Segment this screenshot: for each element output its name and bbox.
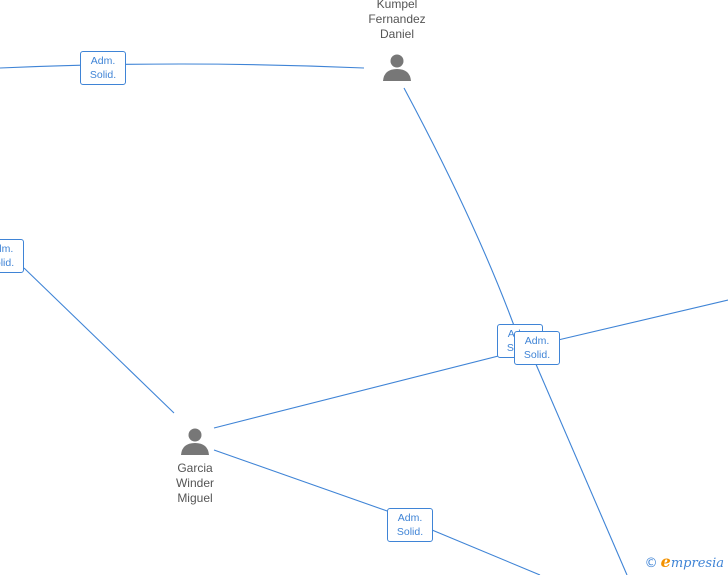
edge-bottom-role-to-out xyxy=(431,529,541,575)
edge-center-to-bottom xyxy=(534,361,628,575)
person-name-kumpel: Kumpel Fernandez Daniel xyxy=(368,0,426,41)
role-badge-adm-solid[interactable]: Adm. Solid. xyxy=(387,508,433,542)
role-badge-adm-solid[interactable]: Adm. Solid. xyxy=(80,51,126,85)
edge-left-edge-to-garcia xyxy=(23,267,175,414)
role-line2: Solid. xyxy=(396,526,424,538)
brand-initial: e xyxy=(660,552,671,571)
edge-kumpel-to-center xyxy=(403,87,521,343)
role-line2: Solid. xyxy=(89,69,117,81)
copyright-icon: © xyxy=(644,556,658,571)
edge-garcia-to-center xyxy=(213,351,515,429)
person-icon xyxy=(181,428,209,455)
edge-top-left xyxy=(0,63,365,69)
empresia-watermark: ©empresia xyxy=(645,552,724,571)
role-line2: Solid. xyxy=(0,257,15,269)
person-icon xyxy=(383,54,411,81)
brand-name: mpresia xyxy=(670,556,724,571)
role-line1: Adm. xyxy=(397,512,423,524)
role-badge-adm-solid[interactable]: Adm. Solid. xyxy=(0,239,24,273)
role-line2: Solid. xyxy=(523,349,551,361)
role-line1: Adm. xyxy=(0,243,14,255)
role-line1: Adm. xyxy=(524,335,550,347)
edge-center-to-right xyxy=(557,299,728,341)
role-line1: Adm. xyxy=(90,55,116,67)
edge-garcia-to-bottom-role xyxy=(213,449,391,513)
person-name-garcia: Garcia Winder Miguel xyxy=(175,461,214,505)
role-badge-adm-solid[interactable]: Adm. Solid. xyxy=(514,331,560,365)
